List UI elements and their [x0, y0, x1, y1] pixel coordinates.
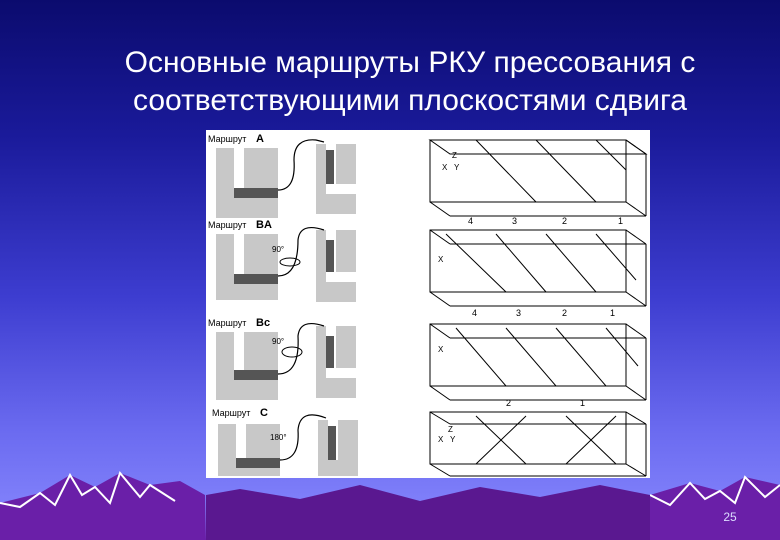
axis-x-1: X	[442, 163, 448, 172]
pass-1a: 1	[618, 216, 623, 226]
route-c-angle: 180°	[270, 433, 287, 442]
route-c-panel: Маршрут C 180°	[212, 407, 358, 476]
axis-z-4: Z	[448, 425, 453, 434]
title-line-2: соответствующими плоскостями сдвига	[133, 84, 687, 117]
axis-y-1: Y	[454, 163, 460, 172]
page-number: 25	[723, 510, 737, 524]
route-ba-angle: 90°	[272, 245, 284, 254]
route-bc-suffix: Bc	[256, 317, 270, 329]
billet-2	[429, 229, 647, 307]
ecap-routes-figure: Маршрут A Маршрут BA 90° Марш	[206, 130, 650, 478]
axis-x-2: X	[438, 255, 444, 264]
route-bc-panel: Маршрут Bc 90°	[208, 317, 356, 400]
axis-x-4: X	[438, 435, 444, 444]
route-ba-panel: Маршрут BA 90°	[208, 219, 356, 302]
axis-y-4: Y	[450, 435, 456, 444]
pass-4b: 4	[472, 308, 477, 318]
slide-title: Основные маршруты РКУ прессования с соот…	[60, 44, 760, 120]
route-c-suffix: C	[260, 407, 268, 419]
pass-1c: 1	[580, 398, 585, 408]
route-a-suffix: A	[256, 133, 264, 145]
pass-2a: 2	[562, 216, 567, 226]
route-ba-label: Маршрут	[208, 220, 246, 230]
die-a	[216, 148, 278, 218]
billet-1	[428, 139, 648, 217]
route-ba-suffix: BA	[256, 219, 272, 231]
billet-3	[429, 323, 647, 401]
figure-drawing: Маршрут A Маршрут BA 90° Марш	[208, 133, 648, 477]
route-bc-angle: 90°	[272, 337, 284, 346]
route-c-label: Маршрут	[212, 408, 250, 418]
title-line-1: Основные маршруты РКУ прессования с	[124, 46, 696, 79]
route-bc-label: Маршрут	[208, 318, 246, 328]
billet-4	[429, 411, 647, 477]
pass-2c: 2	[506, 398, 511, 408]
pass-2b: 2	[562, 308, 567, 318]
mountain-range	[0, 470, 780, 540]
route-a-label: Маршрут	[208, 134, 246, 144]
route-a-panel: Маршрут A	[208, 133, 356, 218]
axis-x-3: X	[438, 345, 444, 354]
pass-1b: 1	[610, 308, 615, 318]
axis-z-1: Z	[452, 151, 457, 160]
pass-4a: 4	[468, 216, 473, 226]
pass-3a: 3	[512, 216, 517, 226]
pass-3b: 3	[516, 308, 521, 318]
